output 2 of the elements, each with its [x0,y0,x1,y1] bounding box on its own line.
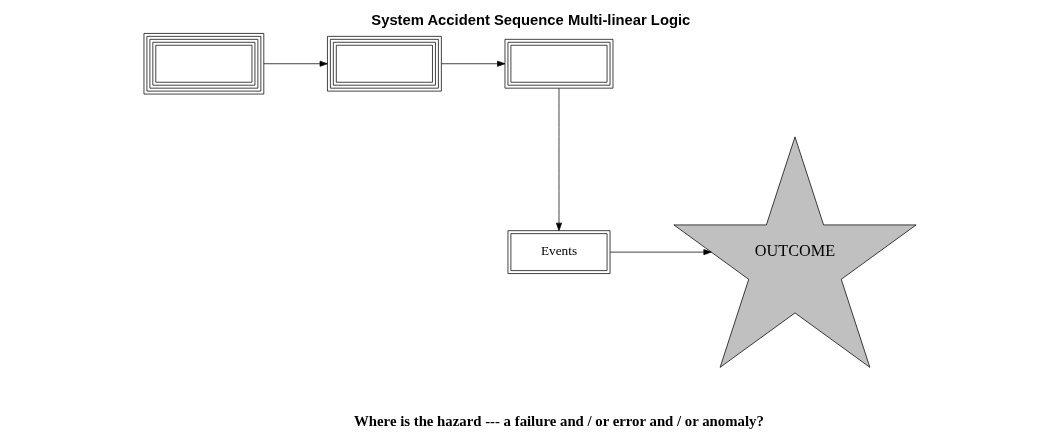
caption: Where is the hazard --- a failure and / or error and / or anomaly? [353,413,764,430]
diagram-title: System Accident Sequence Multi-linear Logic [370,12,690,29]
